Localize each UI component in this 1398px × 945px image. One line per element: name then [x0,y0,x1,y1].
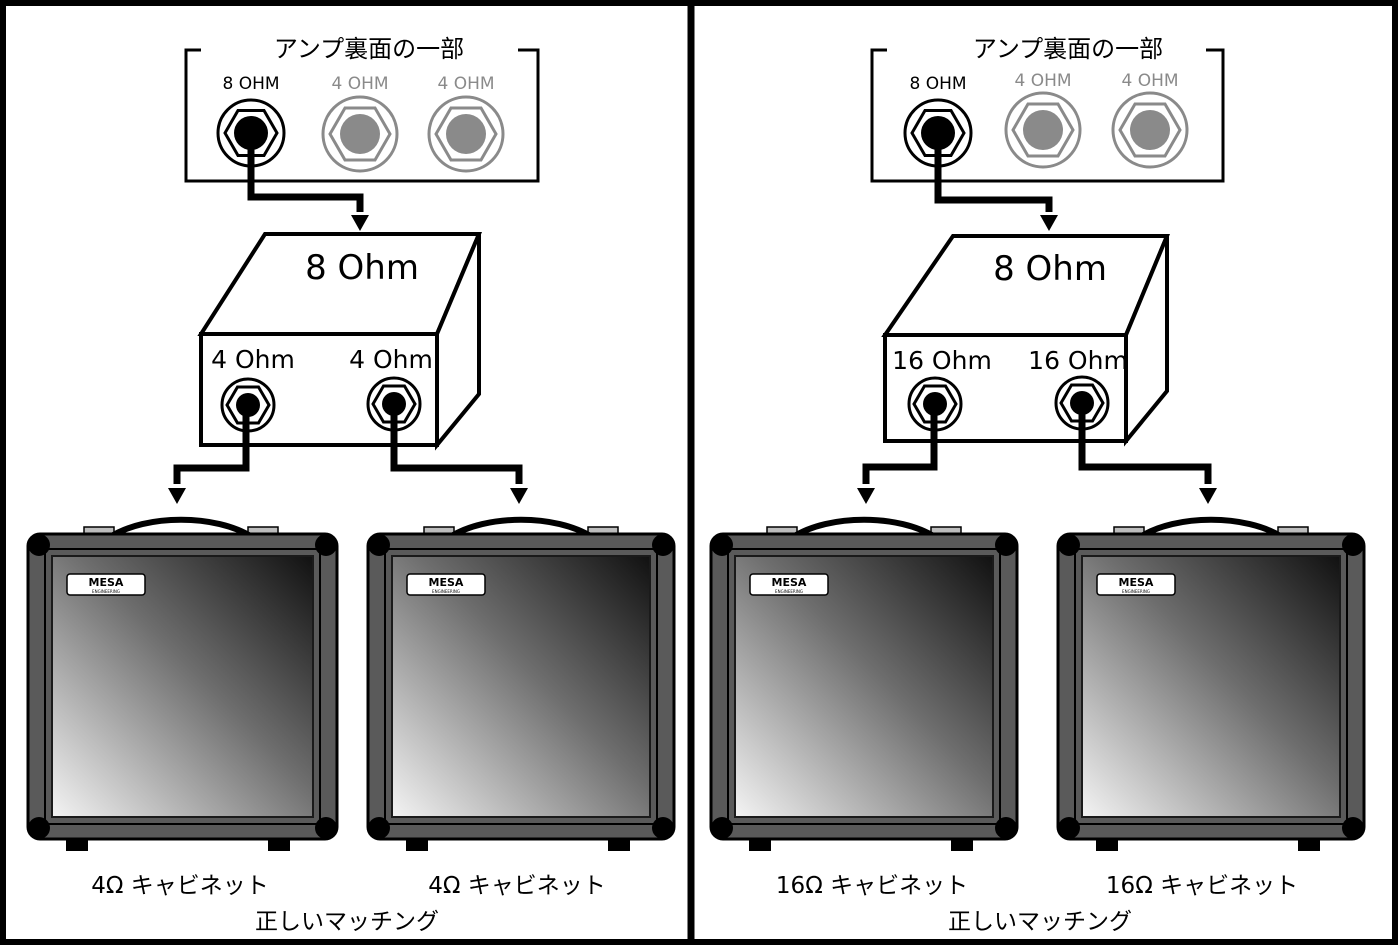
mesa-logo: MESA ENGINEERING [749,573,829,596]
mesa-logo: MESA ENGINEERING [1096,573,1176,596]
speaker-cabinet-icon: MESA ENGINEERING [366,516,676,851]
output-jack-icon [216,98,286,168]
svg-text:MESA: MESA [429,576,464,589]
output-jack-icon [220,377,276,433]
cabinet-caption: 16Ω キャビネット [1106,873,1298,899]
box-impedance-label: 8 Ohm [305,248,419,288]
cabinet-caption: 4Ω キャビネット [428,873,606,899]
amp-jack-label: 4 OHM [1014,71,1071,91]
verdict-label: 正しいマッチング [948,909,1132,935]
output-jack-icon [907,376,963,432]
output-jack-icon [903,98,973,168]
speaker-cable [934,135,1053,212]
svg-text:MESA: MESA [772,576,807,589]
svg-text:MESA: MESA [89,576,124,589]
amp-jack-label: 8 OHM [909,74,966,94]
arrow-down-icon [1199,488,1217,504]
arrow-down-icon [351,215,369,231]
box-output-label: 16 Ohm [1028,346,1128,375]
amp-back-bracket [870,48,1225,183]
cabinet-caption: 16Ω キャビネット [776,873,968,899]
output-jack-icon [427,95,505,173]
amp-jack-label: 4 OHM [437,74,494,94]
speaker-cabinet-icon: MESA ENGINEERING [26,516,339,851]
svg-text:ENGINEERING: ENGINEERING [432,589,460,594]
arrow-down-icon [510,488,528,504]
box-output-label: 4 Ohm [211,345,295,374]
arrow-down-icon [857,488,875,504]
speaker-cable [862,405,938,484]
amp-jack-label: 8 OHM [222,74,279,94]
verdict-label: 正しいマッチング [255,909,439,935]
cabinet-caption: 4Ω キャビネット [91,873,269,899]
amp-back-title: アンプ裏面の一部 [973,35,1163,63]
box-impedance-label: 8 Ohm [993,249,1107,289]
speaker-cabinet-icon: MESA ENGINEERING [709,516,1019,851]
svg-text:ENGINEERING: ENGINEERING [775,589,803,594]
speaker-cable [173,406,250,484]
speaker-cable [1078,404,1212,484]
svg-text:ENGINEERING: ENGINEERING [1122,589,1150,594]
amp-jack-label: 4 OHM [331,74,388,94]
output-jack-icon [1111,91,1189,169]
output-jack-icon [1054,375,1110,431]
svg-text:ENGINEERING: ENGINEERING [92,589,120,594]
amp-jack-label: 4 OHM [1121,71,1178,91]
arrow-down-icon [1040,215,1058,231]
amp-back-bracket [184,48,540,183]
mesa-logo: MESA ENGINEERING [66,573,146,596]
speaker-cabinet-icon: MESA ENGINEERING [1056,516,1366,851]
mesa-logo: MESA ENGINEERING [406,573,486,596]
arrow-down-icon [168,488,186,504]
output-jack-icon [1004,91,1082,169]
svg-text:MESA: MESA [1119,576,1154,589]
panel-left: アンプ裏面の一部 8 OHM 4 OHM 4 OHM [26,35,676,935]
panel-right: アンプ裏面の一部 8 OHM 4 OHM 4 OHM 8 Ohm 16 Ohm [709,35,1366,935]
box-output-label: 4 Ohm [349,345,433,374]
speaker-cable [247,135,364,212]
speaker-cable [390,405,523,484]
output-jack-icon [366,376,422,432]
box-output-label: 16 Ohm [892,346,992,375]
amp-back-title: アンプ裏面の一部 [274,35,464,63]
output-jack-icon [321,95,399,173]
